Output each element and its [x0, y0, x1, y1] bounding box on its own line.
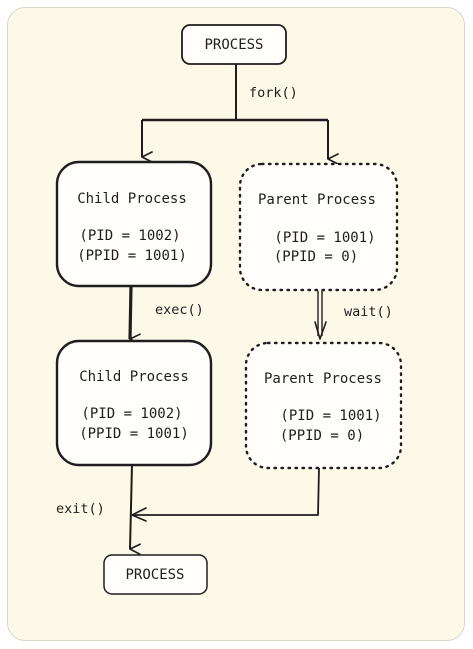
top-process-node: PROCESS [181, 24, 287, 65]
child-process-2-ppid: (PPID = 1001) [79, 426, 189, 442]
bottom-process-label: PROCESS [125, 567, 184, 583]
parent-process-2-ppid: (PPID = 0) [280, 428, 364, 444]
parent-process-node-2: Parent Process (PID = 1001) (PPID = 0) [244, 341, 403, 470]
child-process-2-title: Child Process [79, 369, 189, 385]
exit-connector: exit() [56, 464, 320, 556]
parent-process-node-1: Parent Process (PID = 1001) (PPID = 0) [238, 162, 399, 292]
parent-process-2-title: Parent Process [264, 371, 382, 387]
parent-process-1-title: Parent Process [258, 192, 376, 208]
top-process-label: PROCESS [204, 37, 263, 53]
exit-label: exit() [56, 501, 105, 517]
parent-process-2-pid: (PID = 1001) [280, 408, 381, 424]
wait-label: wait() [344, 304, 393, 320]
exec-label: exec() [155, 302, 204, 318]
fork-connector: fork() [141, 64, 339, 165]
child-process-node-1: Child Process (PID = 1002) (PPID = 1001) [55, 160, 213, 288]
child-process-node-2: Child Process (PID = 1002) (PPID = 1001) [55, 339, 213, 467]
child-process-2-pid: (PID = 1002) [81, 406, 182, 422]
parent-process-1-pid: (PID = 1001) [274, 230, 375, 246]
child-process-1-pid: (PID = 1002) [79, 228, 180, 244]
bottom-process-node: PROCESS [103, 554, 208, 595]
child-process-1-title: Child Process [77, 191, 187, 207]
exec-connector: exec() [128, 285, 204, 345]
fork-label: fork() [249, 85, 298, 101]
wait-connector: wait() [314, 291, 393, 340]
child-process-1-ppid: (PPID = 1001) [77, 248, 187, 264]
parent-process-1-ppid: (PPID = 0) [274, 249, 358, 265]
